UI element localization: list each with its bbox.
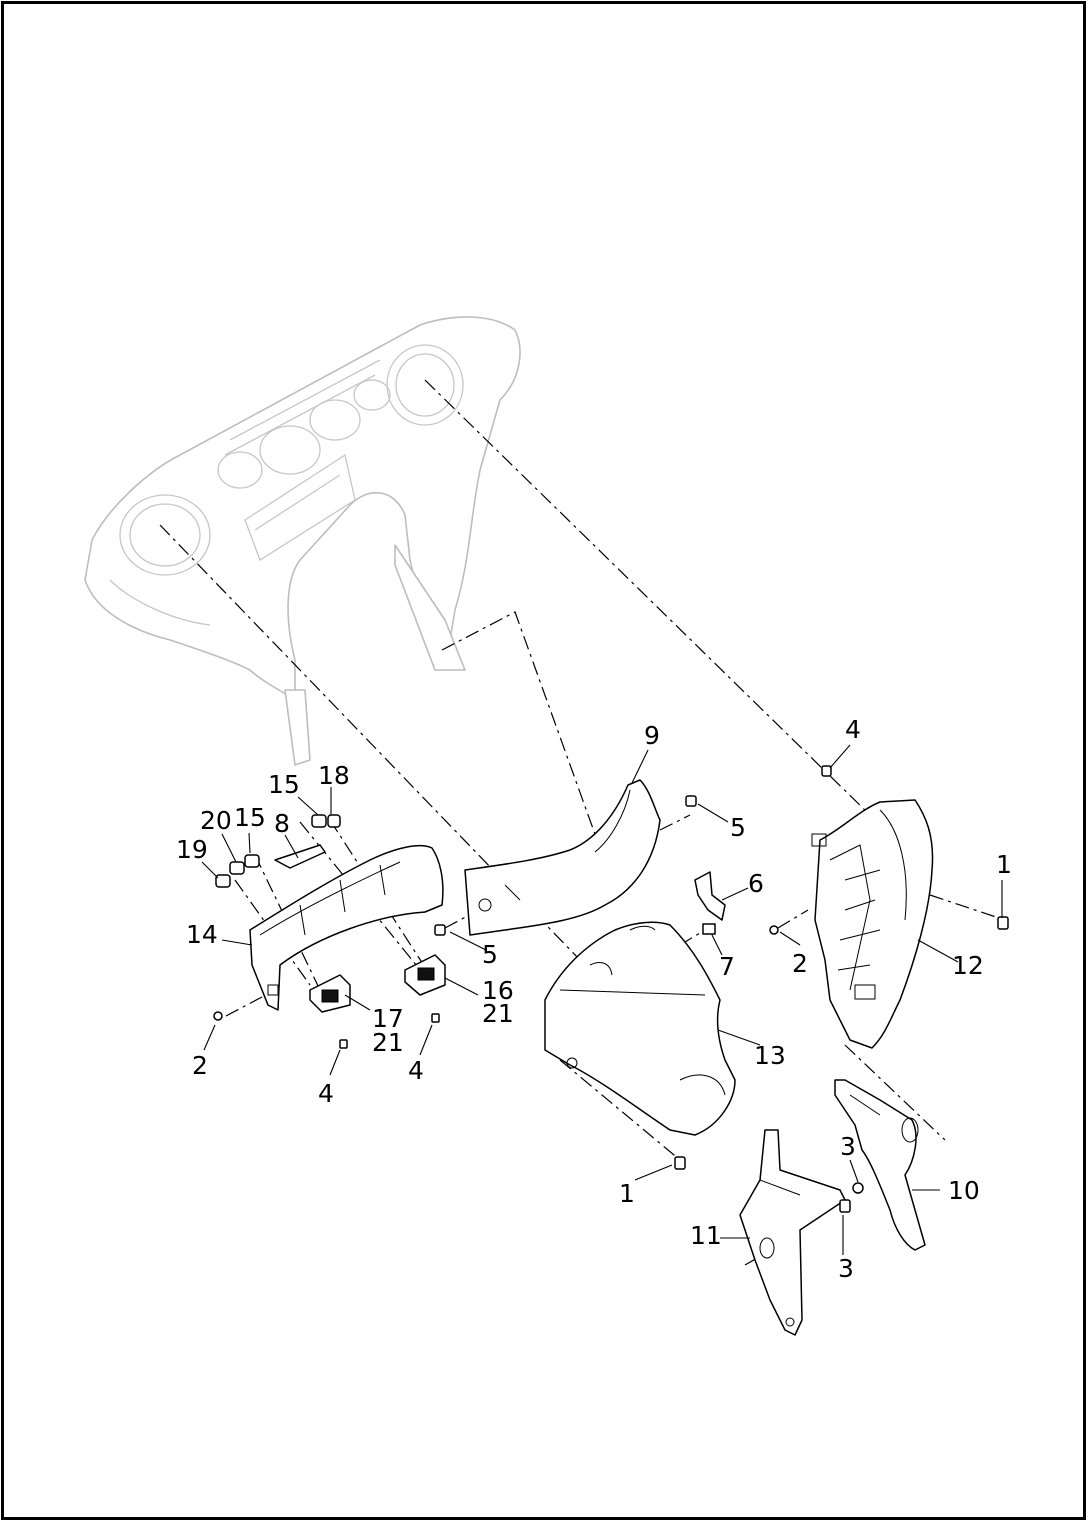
fastener-4-mid: [431, 1013, 440, 1023]
fastener-3-lower: [839, 1199, 851, 1213]
grommet-19: [215, 874, 231, 888]
callout-16: 16: [482, 976, 514, 1005]
part-6-bracket: [694, 871, 726, 921]
callout-20: 20: [200, 806, 232, 835]
fastener-5-upper: [685, 795, 697, 807]
callout-21-left: 21: [372, 1028, 404, 1057]
callout-11: 11: [690, 1221, 722, 1250]
callout-5-lower: 5: [482, 940, 498, 969]
callout-19: 19: [176, 835, 208, 864]
callout-8: 8: [274, 809, 290, 838]
fastener-1-upper: [997, 916, 1009, 930]
callout-2-right: 2: [792, 949, 808, 978]
fastener-3-upper: [852, 1182, 864, 1194]
callout-17: 17: [372, 1004, 404, 1033]
callout-3-lower: 3: [838, 1254, 854, 1283]
callout-10: 10: [948, 1176, 980, 1205]
grommet-18: [327, 814, 341, 828]
callout-3-upper: 3: [840, 1132, 856, 1161]
callout-labels: 9 4 5 5 6 7 1 2 12 13 1 10 3 3 11 2 4 4 …: [176, 715, 1012, 1283]
fastener-1-lower: [674, 1156, 686, 1170]
part-16-switch-assembly: [404, 954, 446, 996]
callout-1-lower: 1: [619, 1179, 635, 1208]
callout-18: 18: [318, 761, 350, 790]
part-11-lower-bracket: [739, 1129, 846, 1336]
part-7-clip: [702, 923, 716, 935]
fastener-4-left: [339, 1039, 348, 1049]
callout-21-right: 21: [482, 999, 514, 1028]
callout-6: 6: [748, 869, 764, 898]
callout-4-top: 4: [845, 715, 861, 744]
fastener-2-right: [769, 925, 779, 935]
callout-4-left: 4: [318, 1079, 334, 1108]
callout-5-upper: 5: [730, 813, 746, 842]
callout-9: 9: [644, 721, 660, 750]
callout-7: 7: [719, 952, 735, 981]
callout-4-mid: 4: [408, 1056, 424, 1085]
fasteners: [213, 765, 1009, 1213]
part-14-left-panel: [249, 844, 444, 1011]
callout-2-left: 2: [192, 1051, 208, 1080]
callout-12: 12: [952, 951, 984, 980]
part-8-bracket: [274, 844, 326, 869]
callout-1-upper: 1: [996, 850, 1012, 879]
leader-lines: [201, 744, 1003, 1255]
fastener-4-top: [821, 765, 832, 777]
grommet-15a: [311, 814, 327, 828]
part-13-lower-panel: [544, 921, 736, 1136]
grommet-20: [229, 861, 245, 875]
part-10-lower-bracket: [834, 1079, 926, 1251]
part-12-right-bracket: [811, 799, 934, 1049]
part-17-switch-assembly: [309, 974, 351, 1013]
part-9-inner-panel: [464, 779, 661, 936]
callout-13: 13: [754, 1041, 786, 1070]
callout-15-top: 15: [268, 770, 300, 799]
callout-14: 14: [186, 920, 218, 949]
fastener-2-left: [213, 1011, 223, 1021]
grommet-15b: [244, 854, 260, 868]
callout-15-mid: 15: [234, 803, 266, 832]
fastener-5-lower: [434, 924, 446, 936]
ghost-fairing: [84, 316, 521, 766]
